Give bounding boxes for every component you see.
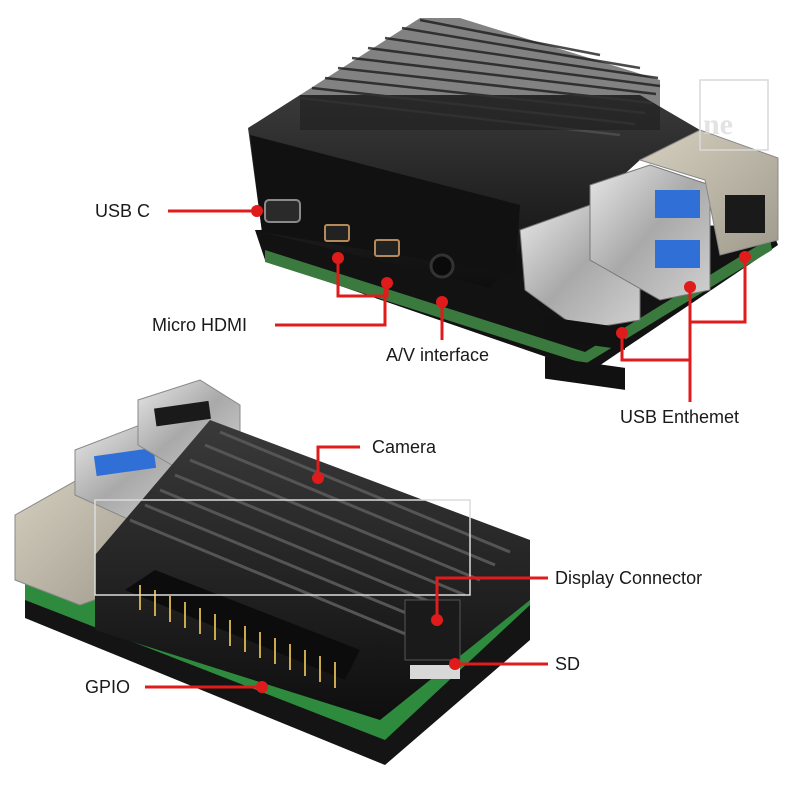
usb-ethernet-dot-1 (616, 327, 628, 339)
top-fin-block (300, 18, 660, 130)
micro-hdmi-port-1 (324, 224, 350, 242)
label-camera: Camera (372, 437, 437, 457)
watermark-text: ne (703, 108, 733, 141)
usb-c-port (264, 199, 301, 223)
watermark-frame-2 (94, 499, 471, 596)
display-connector (404, 599, 461, 661)
usb-c-dot (251, 205, 263, 217)
callout-dots (251, 205, 751, 693)
top-pcb-edge (265, 238, 772, 364)
usb-ethernet-dot-3 (739, 251, 751, 263)
display-connector-dot (431, 614, 443, 626)
micro-hdmi-dot-1 (332, 252, 344, 264)
sd-dot (449, 658, 461, 670)
top-ethernet-port (638, 129, 779, 256)
sd-slot (410, 665, 460, 679)
label-av-interface: A/V interface (386, 345, 490, 365)
watermark-frame (699, 79, 769, 151)
label-usb-c: USB C (95, 201, 151, 221)
usb-ethernet-dot-2 (684, 281, 696, 293)
bottom-heatsink-fins (129, 430, 511, 642)
label-display-connector: Display Connector (555, 568, 703, 588)
callout-lines (145, 209, 747, 689)
label-sd: SD (555, 654, 581, 674)
bottom-case-front-view (14, 379, 530, 765)
top-case-front-face (250, 135, 520, 275)
gpio-header (125, 570, 360, 688)
label-micro-hdmi: Micro HDMI (152, 315, 247, 335)
top-case-rear-view (248, 18, 779, 390)
av-jack (429, 253, 455, 279)
label-usb-ethernet: USB Enthemet (620, 407, 740, 427)
av-dot (436, 296, 448, 308)
micro-hdmi-dot-2 (381, 277, 393, 289)
camera-dot (312, 472, 324, 484)
gpio-dot (256, 681, 268, 693)
label-gpio: GPIO (85, 677, 131, 697)
top-usb-ports (519, 164, 711, 390)
micro-hdmi-port-2 (374, 239, 400, 257)
